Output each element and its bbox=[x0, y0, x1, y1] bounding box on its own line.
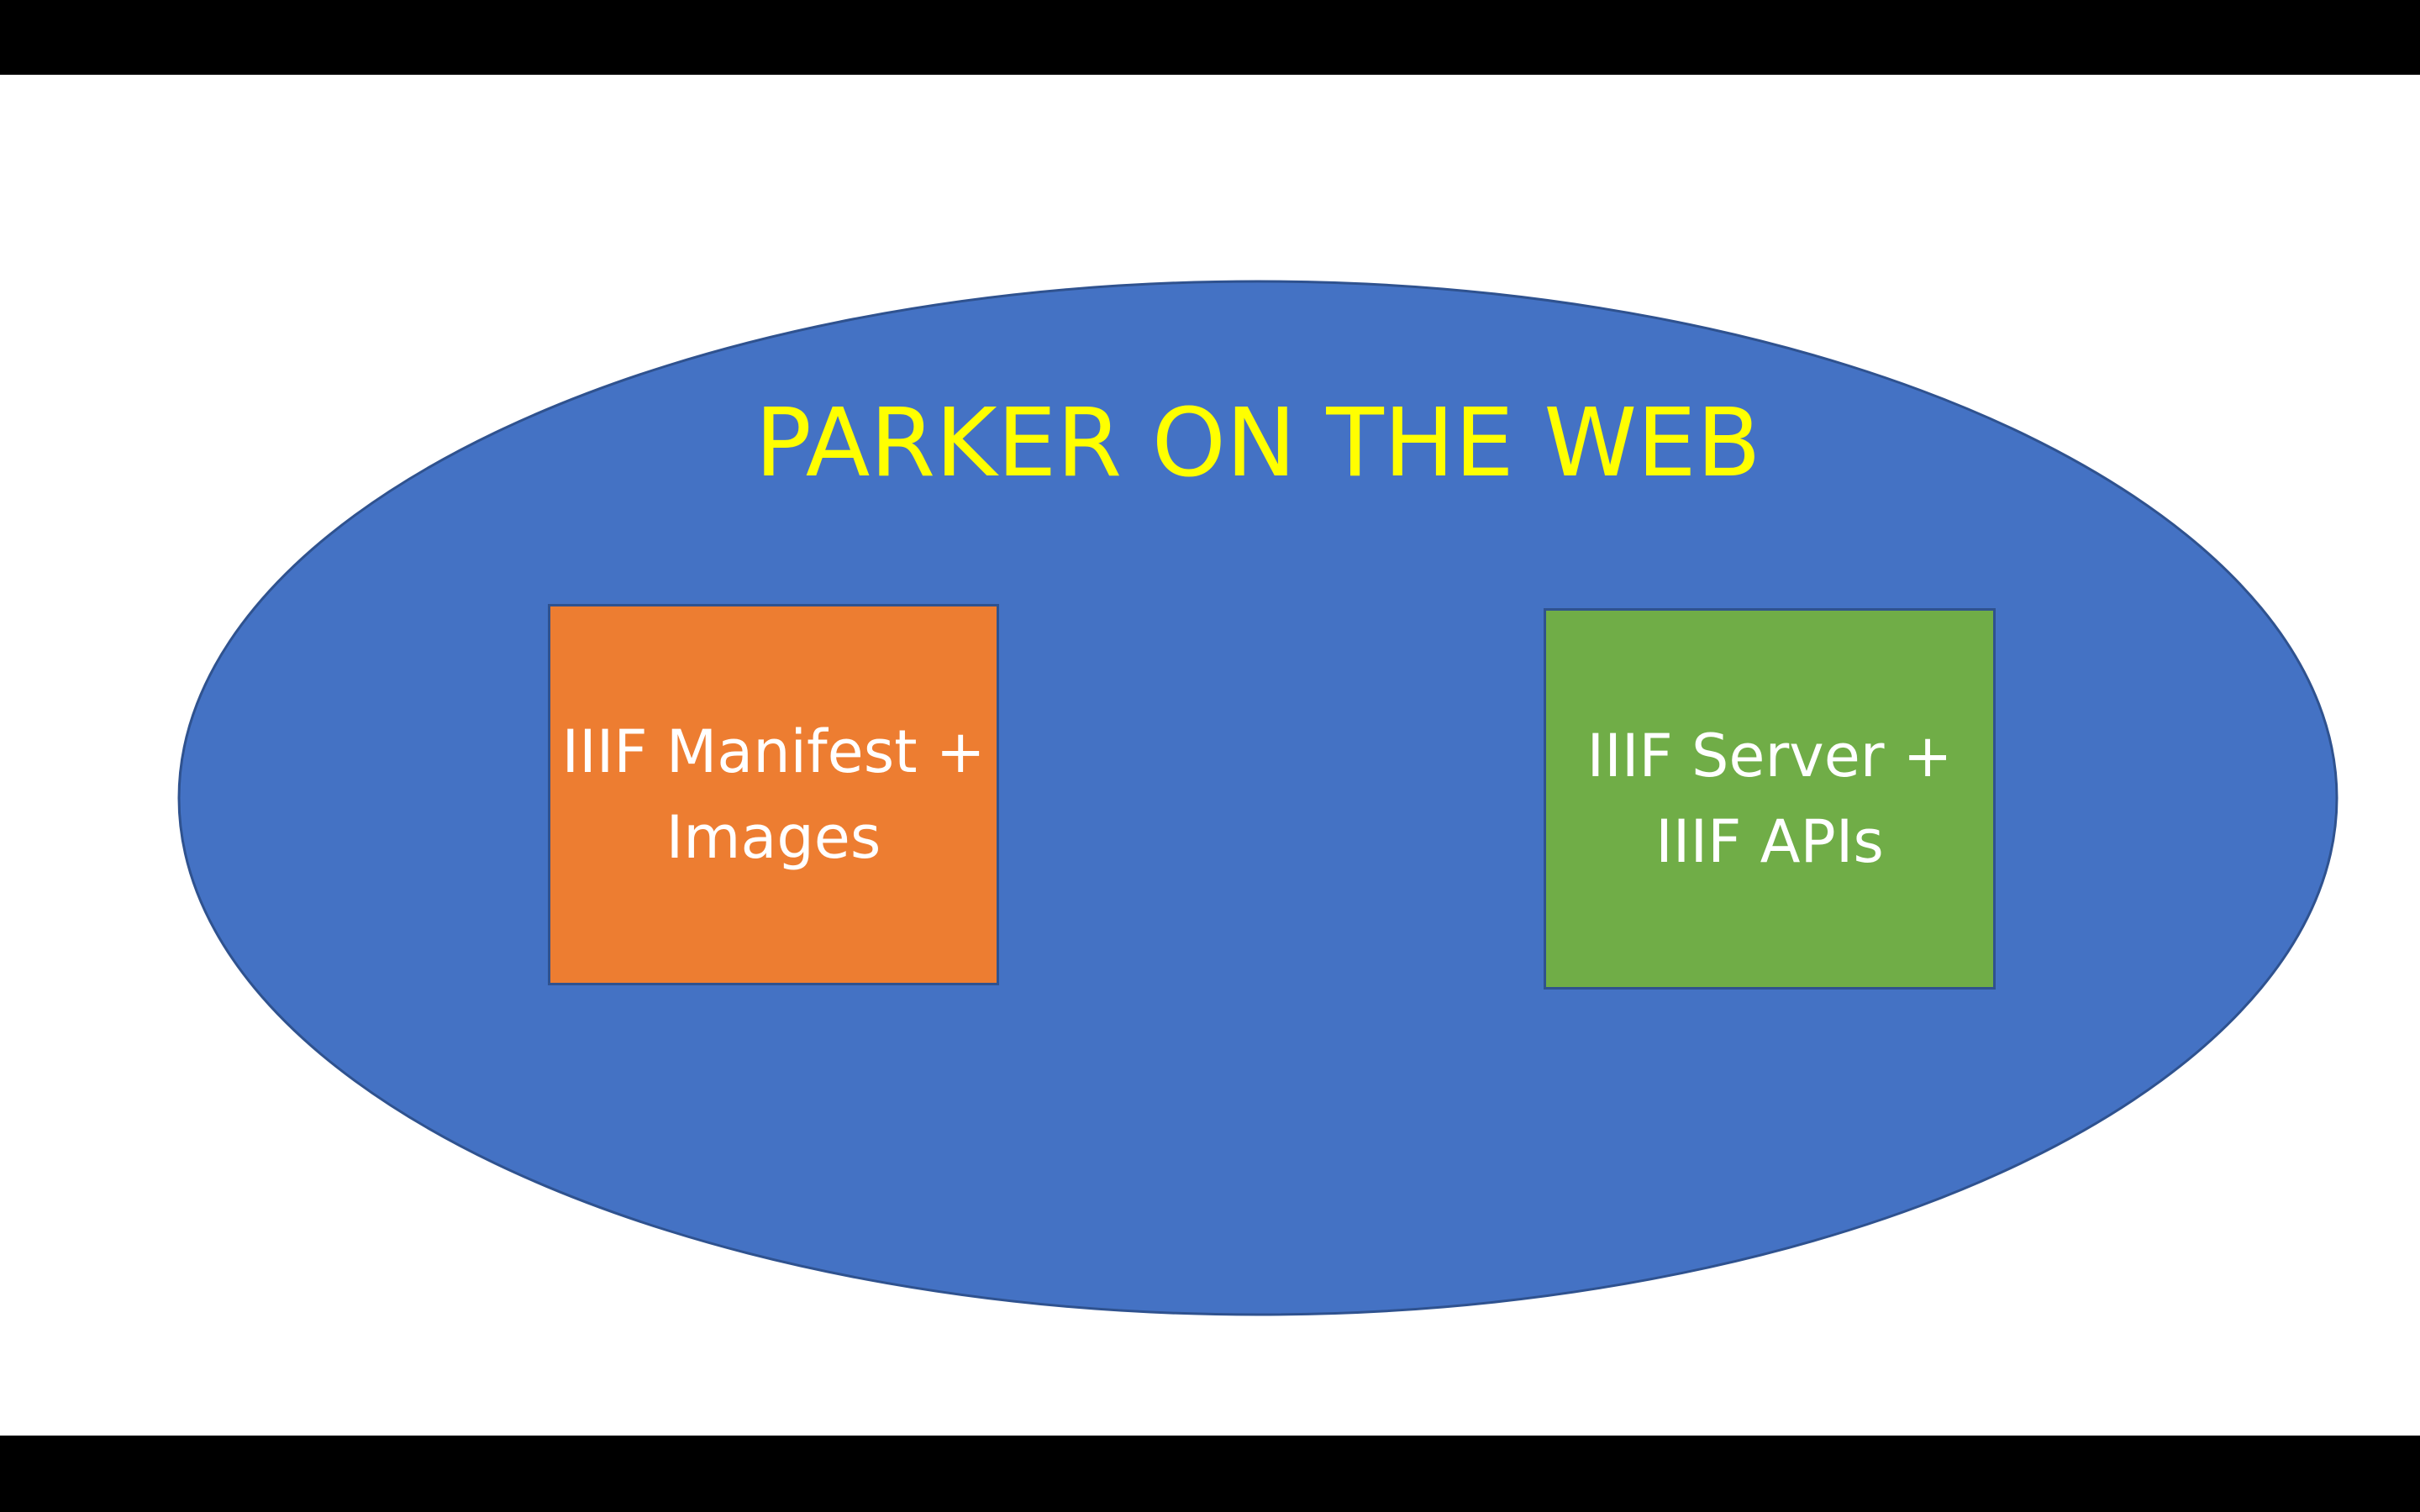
manifest-images-label: IIIF Manifest + Images bbox=[561, 709, 985, 880]
server-apis-label-line1: IIIF Server + bbox=[1586, 722, 1953, 790]
server-apis-label-line2: IIIF APIs bbox=[1655, 807, 1884, 876]
diagram-canvas bbox=[177, 280, 2338, 1316]
manifest-images-box: IIIF Manifest + Images bbox=[548, 604, 999, 985]
server-apis-box: IIIF Server + IIIF APIs bbox=[1544, 608, 1996, 990]
diagram-title: PARKER ON THE WEB bbox=[755, 389, 1761, 498]
container-ellipse bbox=[177, 280, 2338, 1316]
slide-canvas: PARKER ON THE WEB IIIF Manifest + Images… bbox=[0, 75, 2420, 1436]
letterbox-top-bar bbox=[0, 0, 2420, 75]
manifest-images-label-line1: IIIF Manifest + bbox=[561, 717, 986, 786]
letterbox-bottom-bar bbox=[0, 1436, 2420, 1512]
server-apis-label: IIIF Server + IIIF APIs bbox=[1587, 713, 1953, 885]
manifest-images-label-line2: Images bbox=[666, 803, 881, 872]
